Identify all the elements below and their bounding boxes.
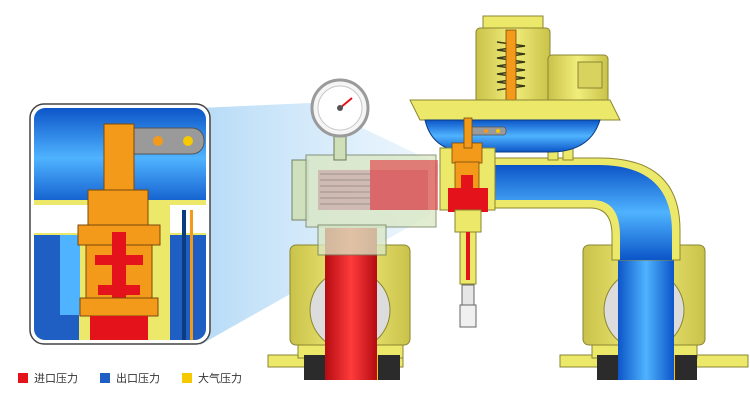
legend-label-outlet: 出口压力 [116,372,160,385]
valve-core [439,117,496,215]
outlet-swatch [100,373,110,383]
regulator-bonnet [475,15,609,106]
magnified-inset [29,103,211,345]
legend-item-inlet: 进口压力 [18,370,78,386]
pressure-gauge-icon [310,78,370,161]
atmospheric-swatch [182,373,192,383]
outlet-pipe [439,145,681,261]
legend-item-outlet: 出口压力 [100,370,160,386]
legend-label-atmospheric: 大气压力 [198,372,242,385]
legend-label-inlet: 进口压力 [34,372,78,385]
spring-icon [496,41,526,91]
pressure-legend: 进口压力 出口压力 大气压力 [18,370,242,386]
valve-stem [454,209,482,328]
legend-item-atmospheric: 大气压力 [182,370,242,386]
inlet-swatch [18,373,28,383]
diaphragm-housing [409,99,621,153]
filter-housing [291,154,438,256]
